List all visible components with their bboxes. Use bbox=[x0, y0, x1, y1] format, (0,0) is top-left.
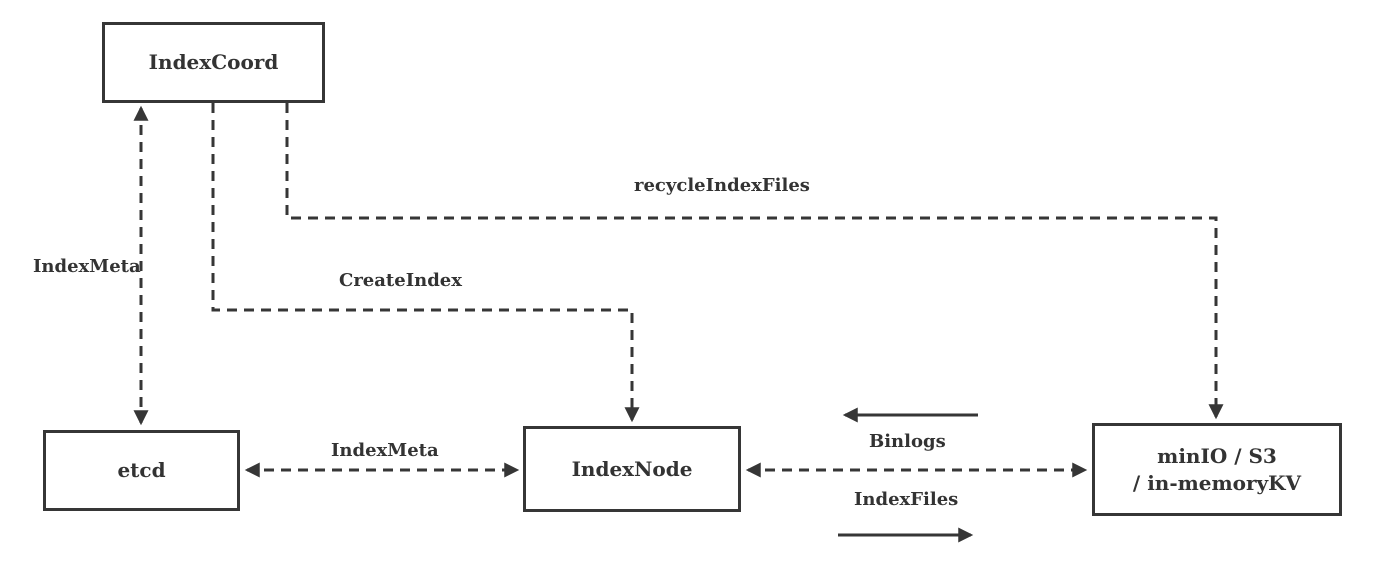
node-indexcoord: IndexCoord bbox=[102, 22, 325, 103]
edge-label-indexmeta-coord-etcd: IndexMeta bbox=[33, 256, 141, 277]
node-etcd: etcd bbox=[43, 430, 240, 511]
edge-label-indexmeta-etcd-indexnode: IndexMeta bbox=[331, 440, 439, 461]
edge-label-binlogs: Binlogs bbox=[869, 431, 946, 452]
edge-recycleindexfiles bbox=[285, 103, 1224, 420]
node-etcd-label: etcd bbox=[117, 458, 166, 482]
edge-createindex bbox=[211, 103, 640, 423]
node-storage-label-line1: minIO / S3 bbox=[1157, 443, 1277, 468]
node-indexcoord-label: IndexCoord bbox=[148, 50, 279, 74]
edge-label-indexfiles: IndexFiles bbox=[854, 489, 959, 510]
node-storage-label-line2: / in-memoryKV bbox=[1132, 470, 1302, 495]
node-storage: minIO / S3 / in-memoryKV bbox=[1092, 423, 1342, 516]
edge-label-createindex: CreateIndex bbox=[339, 270, 462, 291]
edge-label-recycleindexfiles: recycleIndexFiles bbox=[634, 175, 810, 196]
node-indexnode: IndexNode bbox=[523, 426, 741, 512]
node-indexnode-label: IndexNode bbox=[571, 456, 693, 481]
